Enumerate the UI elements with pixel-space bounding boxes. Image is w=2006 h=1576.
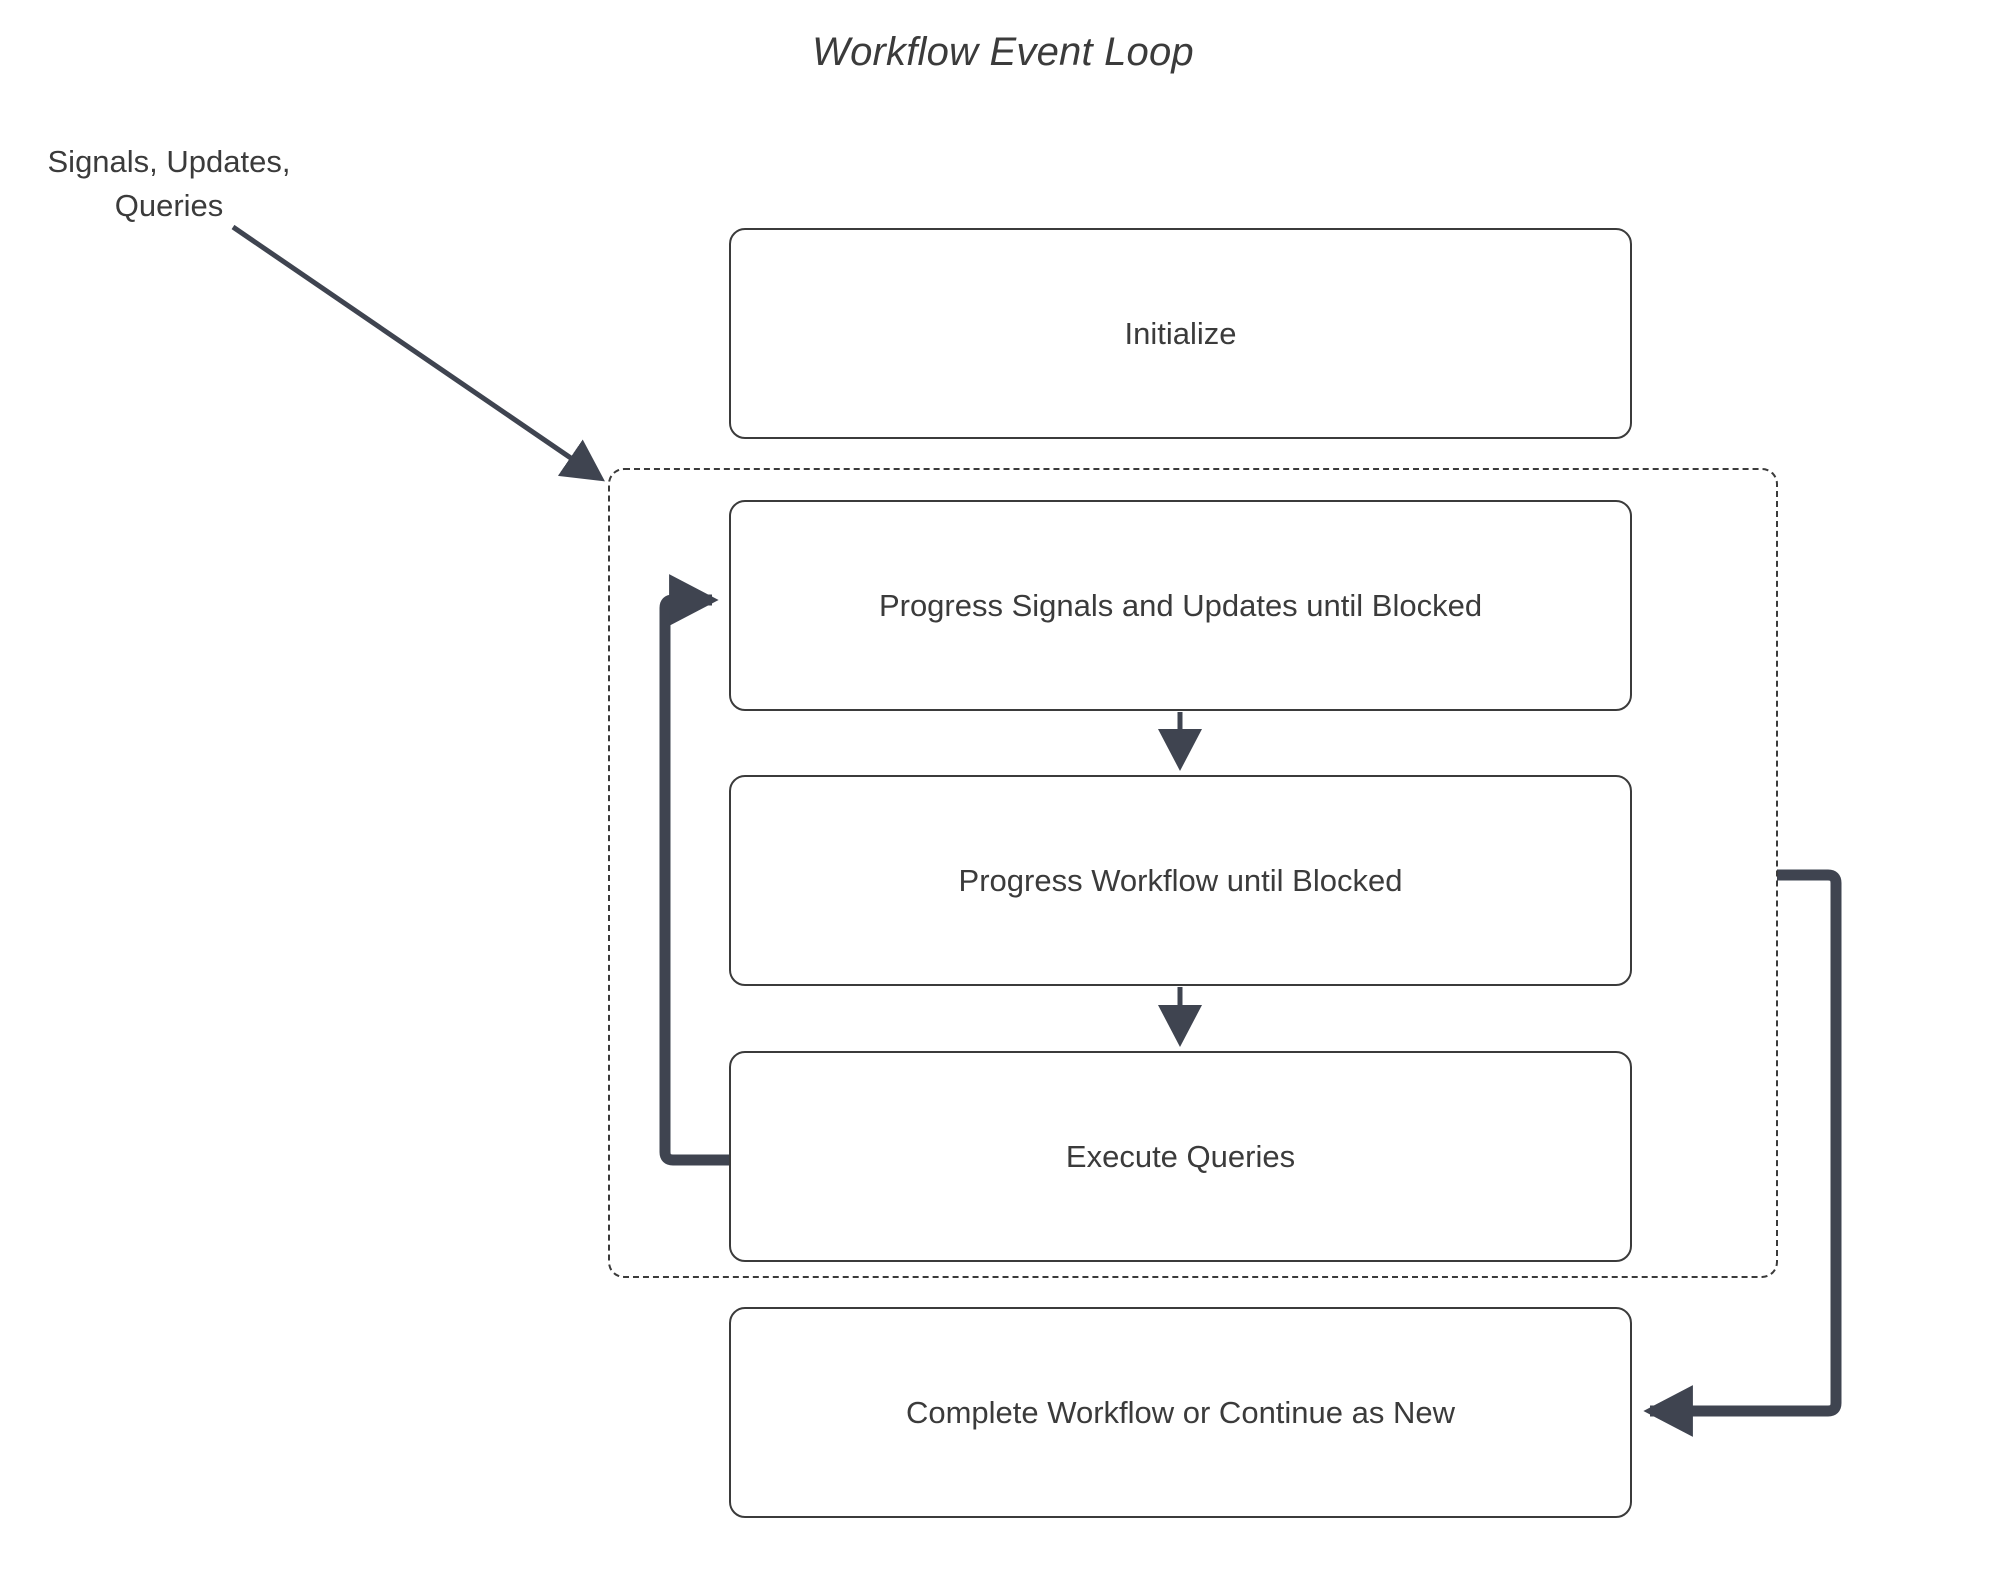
node-execute-queries[interactable]: Execute Queries	[729, 1051, 1632, 1262]
external-input-label-line1: Signals, Updates,	[47, 144, 291, 179]
node-execute-queries-label: Execute Queries	[1065, 1138, 1296, 1174]
loop-group-container	[608, 468, 1778, 1278]
node-progress-signals[interactable]: Progress Signals and Updates until Block…	[729, 500, 1632, 711]
node-complete-workflow-label: Complete Workflow or Continue as New	[905, 1394, 1456, 1430]
node-progress-workflow-label: Progress Workflow until Blocked	[958, 862, 1403, 898]
edge-signals-to-loop	[231, 224, 605, 482]
external-input-label: Signals, Updates, Queries	[24, 140, 314, 228]
external-input-label-line2: Queries	[114, 188, 224, 223]
node-initialize[interactable]: Initialize	[729, 228, 1632, 439]
page-title: Workflow Event Loop	[812, 30, 1194, 74]
node-progress-workflow[interactable]: Progress Workflow until Blocked	[729, 775, 1632, 986]
node-initialize-label: Initialize	[1124, 315, 1237, 351]
node-progress-signals-label: Progress Signals and Updates until Block…	[878, 587, 1483, 623]
node-complete-workflow[interactable]: Complete Workflow or Continue as New	[729, 1307, 1632, 1518]
